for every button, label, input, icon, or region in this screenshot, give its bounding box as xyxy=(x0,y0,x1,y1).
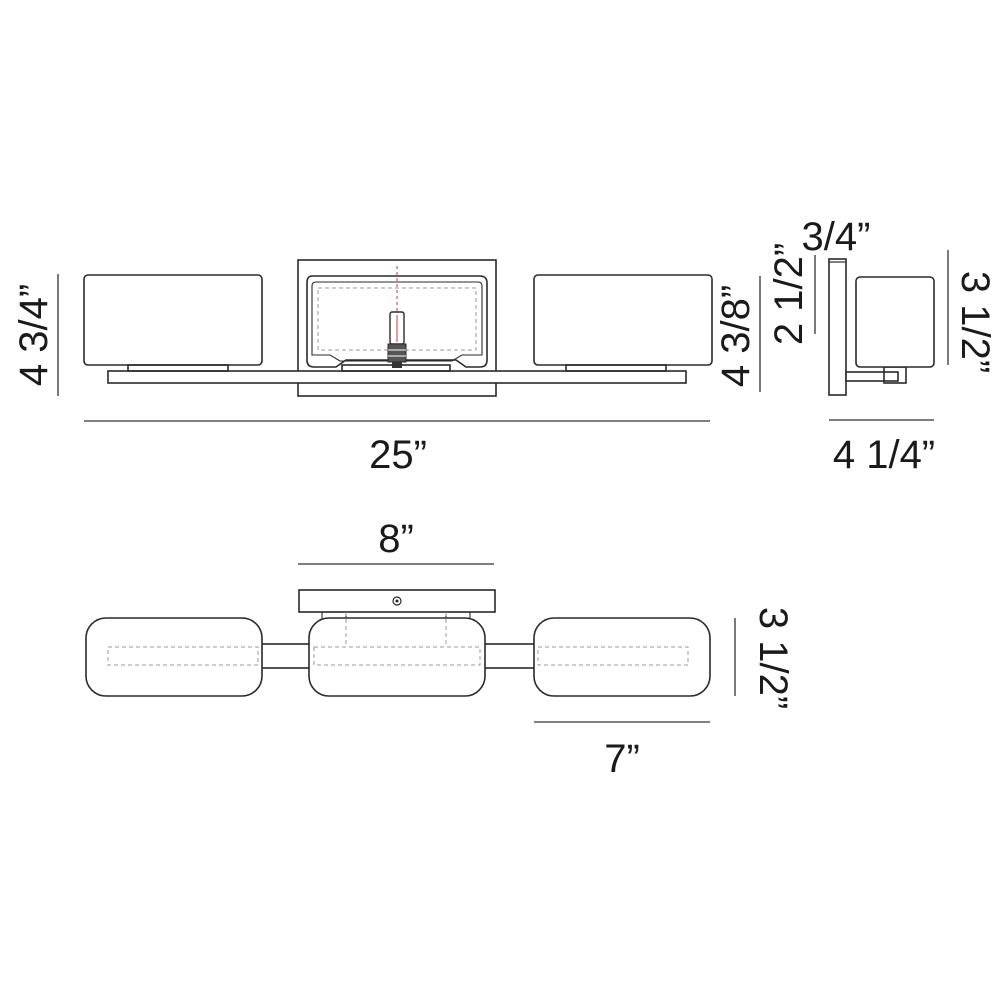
side-shade xyxy=(855,276,935,368)
side-canopy-depth-label: 3/4” xyxy=(802,215,871,259)
front-shade-center-inner xyxy=(311,281,483,362)
front-view: 25” 4 3/4” 4 3/8” xyxy=(12,259,761,477)
front-shade-height-label: 4 3/8” xyxy=(714,285,758,387)
side-depth-label: 4 1/4” xyxy=(833,433,935,477)
bulb-icon xyxy=(387,266,407,368)
front-width-label: 25” xyxy=(369,433,427,477)
side-offset-label: 2 1/2” xyxy=(767,243,811,345)
top-backplate-width-label: 8” xyxy=(378,517,414,561)
front-shade-right-mount xyxy=(565,364,667,372)
top-shade-width-label: 7” xyxy=(604,737,640,781)
front-shade-center-hidden xyxy=(317,287,477,351)
side-canopy xyxy=(828,258,847,396)
side-view: 3/4” 2 1/2” 3 1/2” 4 1/4” xyxy=(767,215,997,477)
front-shade-left xyxy=(83,274,263,366)
top-shade-center-hidden xyxy=(313,646,481,666)
top-shade-right xyxy=(533,617,711,697)
front-shade-right xyxy=(533,274,713,366)
top-shade-center xyxy=(308,617,486,697)
front-height-label: 4 3/4” xyxy=(12,284,56,386)
side-shade-height-label: 3 1/2” xyxy=(953,271,997,373)
side-arm xyxy=(845,371,899,382)
front-backplate xyxy=(297,259,497,397)
top-view: 8” 7” 3 1/2” xyxy=(85,517,795,781)
top-shade-left xyxy=(85,617,263,697)
front-bar xyxy=(107,370,687,384)
top-shade-depth-label: 3 1/2” xyxy=(751,607,795,709)
front-shade-left-mount xyxy=(127,364,229,372)
